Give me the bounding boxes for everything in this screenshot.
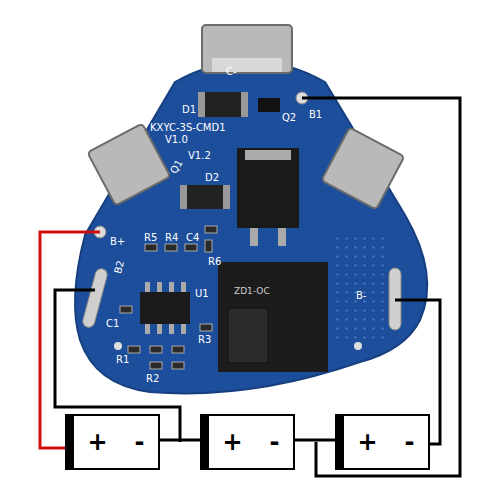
polarity-sign: -	[405, 429, 415, 455]
polarity-sign: +	[87, 429, 107, 455]
series-wire	[295, 439, 335, 442]
silkscreen-label: D2	[205, 172, 219, 183]
left-tab	[87, 123, 170, 205]
right-tab	[321, 127, 404, 209]
polarity-sign: -	[135, 429, 145, 455]
battery-cell: +-	[65, 414, 160, 470]
silkscreen-label: R6	[208, 256, 221, 267]
silkscreen-label: R5	[144, 232, 157, 243]
battery-cell: +-	[335, 414, 430, 470]
silkscreen-label: KXYC-3S-CMD1	[150, 122, 226, 133]
silkscreen-label: ZD1-OC	[234, 286, 270, 297]
silkscreen-label: B+	[110, 236, 125, 247]
diode-d1	[198, 92, 248, 117]
pcb-board	[75, 61, 427, 393]
silkscreen-label: C-	[226, 66, 237, 77]
silkscreen-label: V1.2	[188, 150, 211, 161]
silkscreen-label: B-	[356, 290, 366, 301]
polarity-sign: -	[270, 429, 280, 455]
mosfet-q1	[237, 148, 299, 228]
ic-u1	[140, 292, 190, 324]
transistor-q2	[258, 98, 280, 112]
silkscreen-label: R4	[165, 232, 178, 243]
silkscreen-label: U1	[195, 288, 209, 299]
via-field	[330, 230, 390, 340]
polarity-sign: +	[357, 429, 377, 455]
silkscreen-label: Q2	[282, 112, 296, 123]
battery-cell: +-	[200, 414, 295, 470]
series-wire	[160, 439, 200, 442]
pad-b2	[81, 267, 108, 328]
top-tab	[202, 25, 292, 73]
b1-wire	[302, 98, 460, 476]
silkscreen-label: C4	[186, 232, 199, 243]
silkscreen-label: C1	[106, 318, 119, 329]
diode-d2	[180, 185, 230, 209]
silkscreen-label: V1.0	[165, 134, 188, 145]
polarity-sign: +	[222, 429, 242, 455]
silkscreen-label: D1	[182, 104, 196, 115]
silkscreen-label: R1	[116, 354, 129, 365]
silkscreen-label: R2	[146, 373, 159, 384]
silkscreen-label: B1	[309, 109, 322, 120]
silkscreen-label: R3	[198, 334, 211, 345]
mosfet-large	[218, 262, 328, 372]
